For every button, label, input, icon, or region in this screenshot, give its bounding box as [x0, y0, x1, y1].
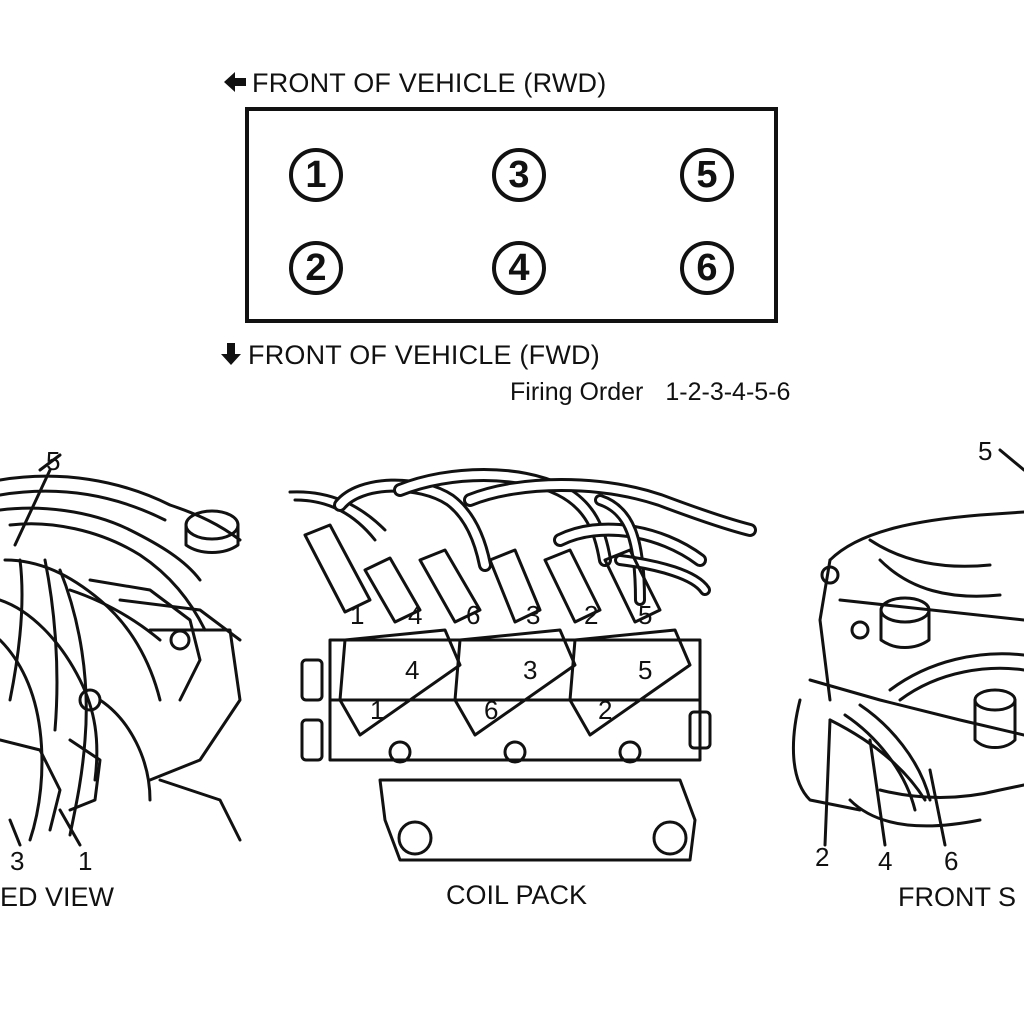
firing-order: Firing Order 1-2-3-4-5-6: [510, 378, 790, 407]
coil-pack-caption: COIL PACK: [446, 880, 588, 910]
coil-number-2: 2: [598, 695, 613, 725]
left-callout-1: 1: [78, 846, 93, 876]
left-engine-drawing: [0, 453, 242, 847]
front-fwd-label: FRONT OF VEHICLE (FWD): [248, 340, 600, 370]
coil-number-5: 5: [638, 655, 653, 685]
left-callout-5: 5: [46, 446, 61, 476]
cylinder-5: 5: [680, 148, 734, 202]
right-callout-4: 4: [878, 846, 893, 876]
cylinder-4: 4: [492, 241, 546, 295]
front-of-vehicle-fwd: FRONT OF VEHICLE (FWD): [218, 340, 600, 371]
right-view-caption: FRONT S: [898, 882, 1017, 912]
cylinder-3: 3: [492, 148, 546, 202]
coil-wire-tag-3: 3: [526, 600, 541, 630]
coil-wire-tag-6: 6: [466, 600, 481, 630]
firing-order-label: Firing Order: [510, 378, 644, 406]
cylinder-1: 1: [289, 148, 343, 202]
coil-number-6: 6: [484, 695, 499, 725]
cylinder-layout-box: 1 3 5 2 4 6: [245, 107, 778, 323]
right-engine-drawing: [792, 448, 1024, 847]
coil-wire-tag-5: 5: [638, 600, 653, 630]
right-callout-2: 2: [815, 842, 830, 872]
left-callout-3: 3: [10, 846, 25, 876]
front-rwd-label: FRONT OF VEHICLE (RWD): [252, 68, 607, 98]
coil-wire-tag-4: 4: [408, 600, 423, 630]
front-of-vehicle-rwd: FRONT OF VEHICLE (RWD): [222, 68, 606, 99]
right-callout-5: 5: [978, 436, 993, 466]
coil-wire-tag-1: 1: [350, 600, 365, 630]
right-callout-6: 6: [944, 846, 959, 876]
coil-number-1: 1: [370, 695, 385, 725]
firing-order-value: 1-2-3-4-5-6: [665, 378, 791, 406]
coil-number-4: 4: [405, 655, 420, 685]
coil-wire-tag-2: 2: [584, 600, 599, 630]
cylinder-6: 6: [680, 241, 734, 295]
coil-pack-drawing: [288, 468, 757, 862]
left-view-caption: ED VIEW: [0, 882, 115, 912]
arrow-left-icon: [224, 72, 246, 92]
arrow-down-icon: [221, 343, 241, 365]
cylinder-2: 2: [289, 241, 343, 295]
coil-number-3: 3: [523, 655, 538, 685]
